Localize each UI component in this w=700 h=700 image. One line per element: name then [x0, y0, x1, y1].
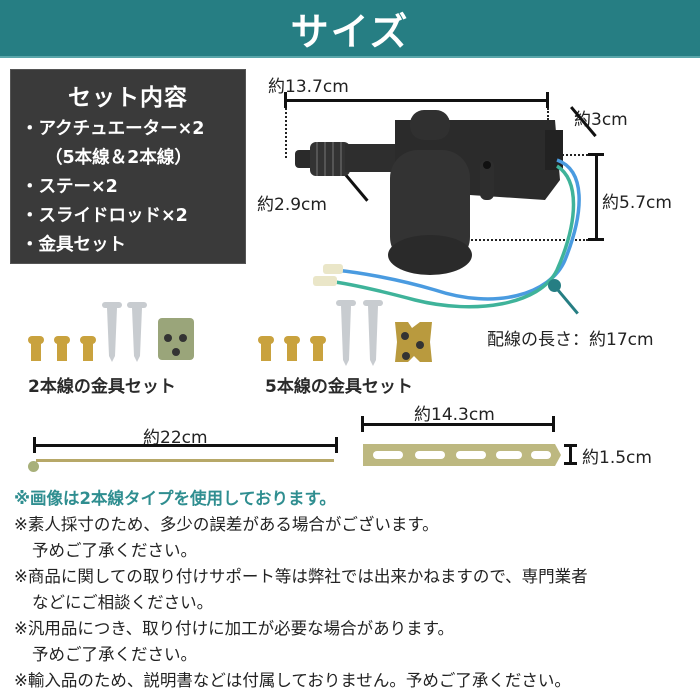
note-line: などにご相談ください。: [32, 593, 214, 612]
note-line: ※画像は2本線タイプを使用しております。: [14, 489, 336, 508]
length-guide-left: [285, 108, 287, 158]
stay-tick-right: [552, 416, 555, 432]
note-line: 予めご了承ください。: [32, 541, 197, 560]
note-line: ※素人採寸のため、多少の誤差がある場合がございます。: [14, 515, 439, 534]
two-wire-fittings-image: [28, 302, 194, 362]
height-tick-bottom: [588, 238, 604, 241]
height-tick-top: [588, 153, 604, 156]
note-line: ※輸入品のため、説明書などは付属しておりません。予めご了承ください。: [14, 671, 571, 690]
stay-tick-left: [361, 416, 364, 432]
set-item: ・ステー×2: [21, 177, 118, 197]
length-tick-left: [284, 92, 287, 108]
rod-end-ball: [28, 461, 39, 472]
stay-width-line: [569, 444, 572, 464]
rod-tick-left: [33, 437, 36, 453]
five-wire-fittings-image: [258, 300, 432, 366]
five-wire-fittings-label: 5本線の金具セット: [265, 377, 413, 397]
rod-tick-right: [335, 437, 338, 453]
stay-dimension-line: [362, 423, 554, 426]
actuator-height-label: 約5.7cm: [602, 193, 672, 213]
header-banner: サイズ: [0, 0, 700, 58]
set-item: （5本線＆2本線）: [45, 148, 192, 168]
length-guide-right: [547, 108, 549, 120]
height-guide-top: [562, 154, 588, 156]
stay-width-tick-top: [564, 444, 577, 447]
set-item: ・金具セット: [21, 235, 126, 255]
stay-width-tick-bottom: [564, 462, 577, 465]
actuator-width-label: 約2.9cm: [257, 195, 327, 215]
length-dimension-line: [285, 99, 548, 102]
stay-length-label: 約14.3cm: [414, 405, 495, 425]
rod-length-label: 約22cm: [143, 428, 208, 448]
page-title: サイズ: [290, 9, 410, 54]
actuator-length-label: 約13.7cm: [268, 77, 349, 97]
slide-rod-image: [36, 459, 334, 462]
rod-dimension-line: [34, 444, 337, 447]
stay-bracket-image: [363, 444, 561, 466]
set-contents-box: セット内容 ・アクチュエーター×2 （5本線＆2本線） ・ステー×2 ・スライド…: [10, 69, 246, 264]
stay-width-label: 約1.5cm: [582, 448, 652, 468]
set-item: ・スライドロッド×2: [21, 206, 188, 226]
door-lock-actuator-image: [295, 110, 581, 309]
two-wire-fittings-label: 2本線の金具セット: [28, 377, 176, 397]
note-line: ※汎用品につき、取り付けに加工が必要な場合があります。: [14, 619, 455, 638]
wire-length-label: 配線の長さ：約17cm: [487, 330, 654, 350]
set-contents-title: セット内容: [68, 85, 188, 111]
height-dimension-line: [595, 153, 598, 240]
note-line: ※商品に関しての取り付けサポート等は弊社では出来かねますので、専門業者: [14, 567, 588, 586]
length-tick-right: [546, 92, 549, 108]
height-guide-bottom: [460, 239, 588, 241]
notes-section: ※画像は2本線タイプを使用しております。 ※素人採寸のため、多少の誤差がある場合…: [14, 486, 694, 694]
set-item: ・アクチュエーター×2: [21, 119, 205, 139]
note-line: 予めご了承ください。: [32, 645, 197, 664]
